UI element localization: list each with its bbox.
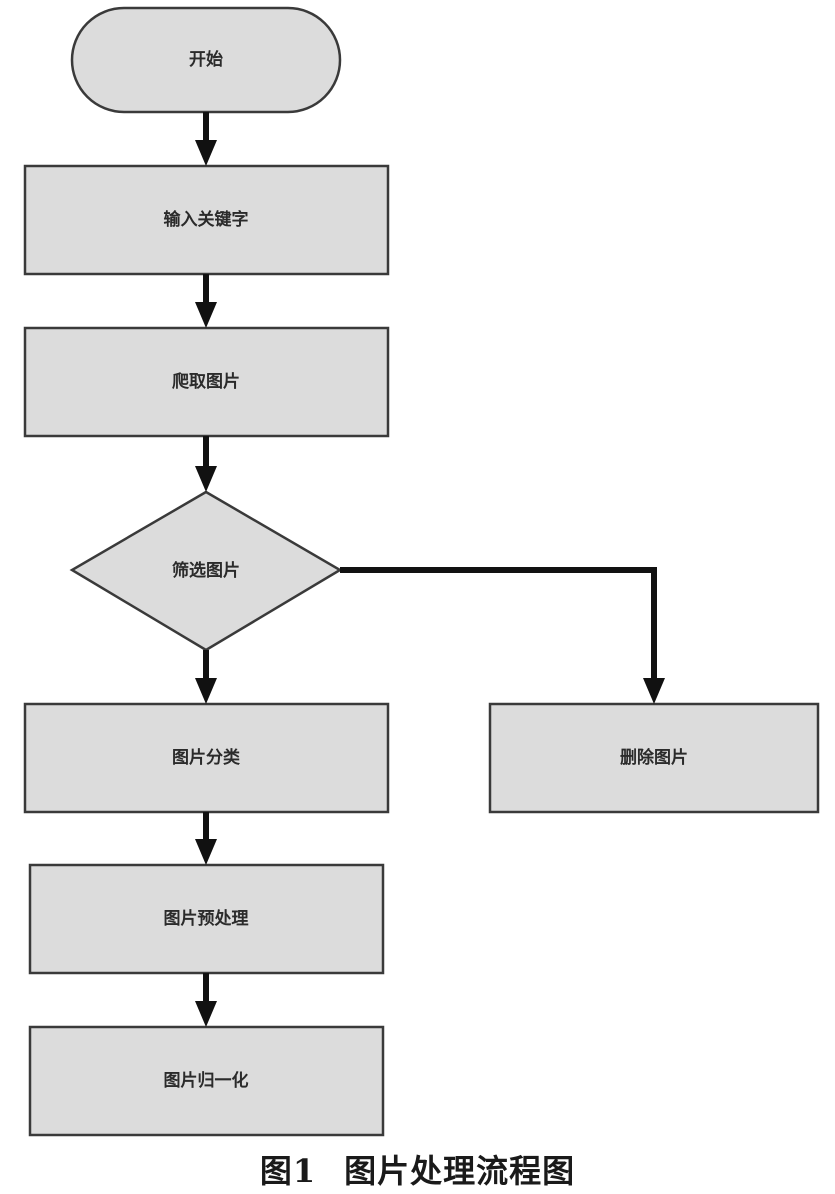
preprocess-images-node [28, 863, 385, 975]
edge-classify-to-preprocess [195, 812, 217, 865]
edge-start-to-input [195, 112, 217, 166]
figure-title: 图片处理流程图 [344, 1152, 576, 1190]
edge-preprocess-to-normalize [195, 973, 217, 1027]
crawl-images-label: 爬取图片 [172, 371, 240, 392]
normalize-images-node [28, 1025, 385, 1137]
classify-images-node [23, 702, 390, 814]
preprocess-images-label: 图片预处理 [164, 908, 249, 929]
start-node-label: 开始 [189, 49, 223, 70]
edge-crawl-to-filter [195, 436, 217, 492]
crawl-images-node [23, 326, 390, 438]
figure-number: 图1 [259, 1152, 317, 1190]
figure-caption: 图1 图片处理流程图 [0, 1146, 835, 1192]
input-keyword-label: 输入关键字 [164, 209, 249, 230]
normalize-images-label: 图片归一化 [164, 1070, 249, 1091]
classify-images-label: 图片分类 [172, 747, 241, 768]
filter-images-label: 筛选图片 [172, 560, 240, 581]
delete-images-label: 删除图片 [620, 747, 688, 768]
input-keyword-node [23, 164, 390, 276]
edge-filter-to-classify [195, 650, 217, 704]
edge-input-to-crawl [195, 274, 217, 328]
flowchart: 开始 输入关键字 爬取图片 筛选图片 图片分类 删除图片 图片预处理 图片归一化 [23, 6, 820, 1137]
edge-filter-to-delete [340, 567, 665, 704]
